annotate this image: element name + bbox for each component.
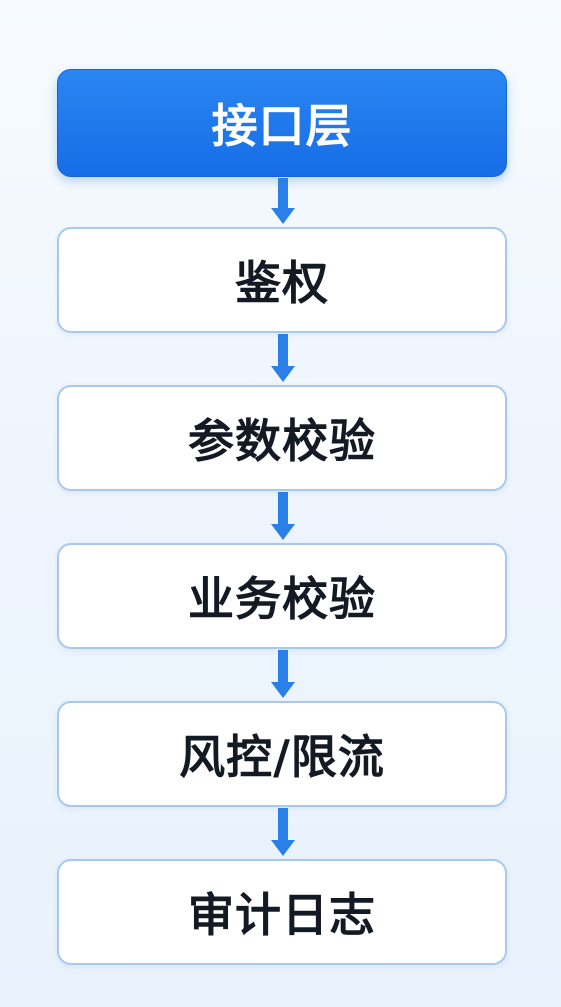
flow-node-interface-layer: 接口层 [57, 69, 507, 177]
flow-node-label: 业务校验 [188, 572, 376, 626]
flow-arrow-down [271, 808, 295, 858]
flow-node-risk-control: 风控/限流 [57, 701, 507, 807]
flow-arrow-down [271, 492, 295, 542]
flow-node-label: 接口层 [211, 99, 353, 153]
flow-node-auth: 鉴权 [57, 227, 507, 333]
flow-arrow-down [271, 334, 295, 384]
flow-node-label: 审计日志 [188, 888, 376, 942]
flow-node-param-validation: 参数校验 [57, 385, 507, 491]
flow-node-label: 参数校验 [188, 414, 376, 468]
flow-node-business-validation: 业务校验 [57, 543, 507, 649]
flow-node-label: 风控/限流 [179, 730, 385, 784]
flow-node-audit-log: 审计日志 [57, 859, 507, 965]
flow-arrow-down [271, 650, 295, 700]
flow-arrow-down [271, 178, 295, 226]
flow-node-label: 鉴权 [235, 256, 329, 310]
